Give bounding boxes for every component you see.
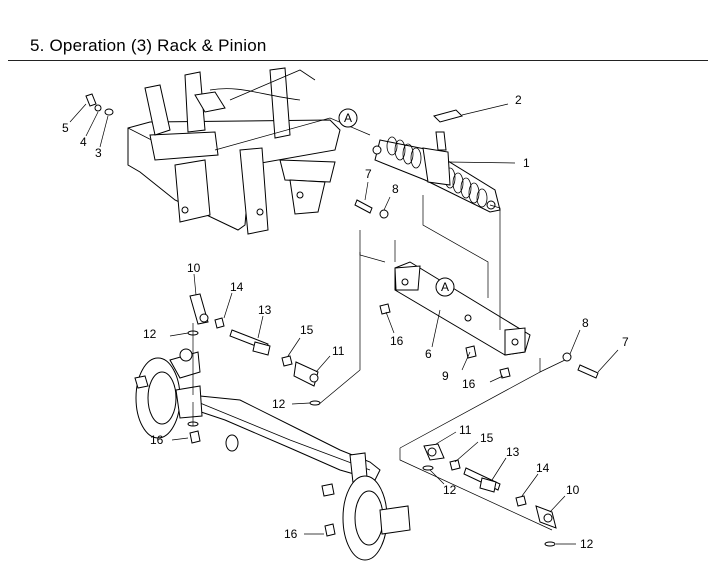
callout-13-left: 13: [258, 303, 272, 317]
support-bracket: [394, 261, 531, 356]
assembly-reference-lines: [192, 117, 566, 531]
callout-1: 1: [523, 156, 530, 170]
callout-4: 4: [80, 135, 87, 149]
callout-15-right: 15: [480, 431, 494, 445]
callout-12-left-top: 12: [143, 327, 157, 341]
svg-text:A: A: [441, 280, 449, 294]
callout-15-left: 15: [300, 323, 314, 337]
callout-11-left: 11: [332, 344, 345, 358]
callout-16-hub-right: 16: [284, 527, 298, 541]
frame-assembly: [127, 67, 341, 235]
steering-gearbox: [372, 109, 501, 213]
callout-12-right-top: 12: [443, 483, 457, 497]
reference-a-mid: A: [435, 277, 455, 297]
left-hub: [134, 348, 203, 444]
callout-16-bracket-right: 16: [462, 377, 476, 391]
callout-7-mid: 7: [365, 167, 372, 181]
callout-10-right: 10: [566, 483, 580, 497]
bolt-washer-group-left: [69, 93, 114, 148]
callout-7-right: 7: [622, 335, 629, 349]
callout-9: 9: [442, 369, 449, 383]
bolt-washer-group-right: [562, 352, 599, 379]
tie-rod-left: [187, 293, 321, 406]
callout-2: 2: [515, 93, 522, 107]
tie-rod-right: [422, 443, 557, 547]
callout-12-right-bottom: 12: [580, 537, 594, 551]
callout-5: 5: [62, 121, 69, 135]
bracket-nuts: [379, 303, 511, 379]
callout-14-left: 14: [230, 280, 244, 294]
callout-6: 6: [425, 347, 432, 361]
callout-leaders: [169, 103, 619, 545]
callout-8-mid: 8: [392, 182, 399, 196]
callout-14-right: 14: [536, 461, 550, 475]
callout-3: 3: [95, 146, 102, 160]
page-title: 5. Operation (3) Rack & Pinion: [30, 36, 267, 55]
callout-labels: 1 2 3 4 5 6 7 7 8 8 9 10 10 11 11 12 12 …: [62, 93, 629, 551]
reference-a-top: A: [338, 108, 358, 128]
callout-16-hub-left: 16: [150, 433, 164, 447]
front-axle: [189, 394, 381, 493]
callout-8-right: 8: [582, 316, 589, 330]
callout-10-left: 10: [187, 261, 201, 275]
title-divider: [8, 60, 708, 61]
callout-16-bracket-left: 16: [390, 334, 404, 348]
callout-11-right: 11: [459, 423, 472, 437]
callout-13-right: 13: [506, 445, 520, 459]
svg-text:A: A: [344, 111, 352, 125]
right-hub: [321, 475, 411, 561]
callout-12-left-bottom: 12: [272, 397, 286, 411]
bolt-washer-group-mid: [354, 199, 389, 219]
